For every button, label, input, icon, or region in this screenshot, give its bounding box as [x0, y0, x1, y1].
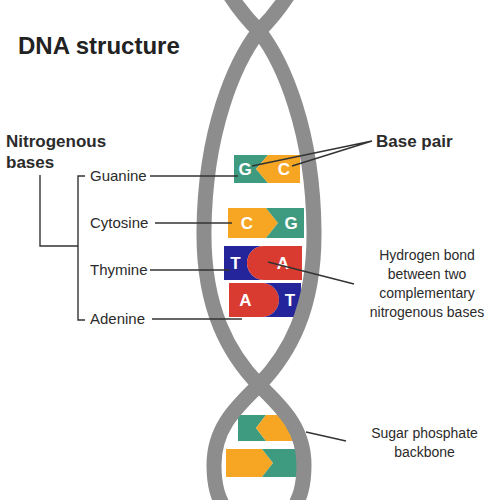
- base-letter: A: [239, 291, 251, 310]
- base-letter: G: [284, 214, 297, 233]
- base-name: Adenine: [90, 310, 170, 328]
- diagram-title: DNA structure: [18, 32, 318, 60]
- base-letter-holder: A: [229, 283, 262, 317]
- base-letter-holder: T: [279, 283, 301, 317]
- base-block: C: [268, 155, 300, 183]
- leader-line: [150, 269, 230, 270]
- base-letter-holder: G: [278, 208, 304, 238]
- base-block: C: [228, 208, 266, 238]
- base-shape-fill: [266, 208, 304, 238]
- base-pair-block: [238, 415, 266, 441]
- callout-label: Hydrogen bond between two complementary …: [358, 246, 496, 322]
- base-block: G: [266, 208, 304, 238]
- leader-line: [155, 222, 232, 223]
- base-name: Guanine: [90, 167, 170, 185]
- leader-line: [306, 432, 346, 441]
- callout-label: Base pair: [376, 131, 486, 152]
- callout-label: Sugar phosphate backbone: [352, 424, 497, 462]
- base-name: Cytosine: [90, 214, 170, 232]
- helix-strand: [204, 0, 304, 500]
- base-letter: G: [238, 160, 251, 179]
- leader-line: [268, 262, 354, 284]
- base-letter-holder: T: [224, 246, 247, 280]
- leader-line: [252, 141, 372, 166]
- base-letter-holder: A: [264, 246, 302, 280]
- base-letter: C: [278, 160, 290, 179]
- base-shape-fill: [247, 246, 302, 280]
- base-letter: T: [285, 291, 295, 310]
- leader-line: [152, 318, 242, 319]
- base-pair-block: [262, 449, 298, 477]
- base-letter: A: [277, 254, 289, 273]
- base-shape-fill: [229, 283, 279, 317]
- base-block: A: [229, 283, 262, 317]
- base-letter-holder: C: [228, 208, 266, 238]
- base-letter-holder: G: [234, 155, 256, 183]
- bracket: [78, 176, 85, 320]
- group-label: Nitrogenous bases: [6, 131, 136, 173]
- base-name: Thymine: [90, 261, 170, 279]
- leader-line: [150, 175, 238, 176]
- base-letter: T: [230, 254, 240, 273]
- base-pair-block: [226, 449, 273, 477]
- base-shape-fill: [256, 155, 300, 183]
- helix-strand: [214, 0, 314, 500]
- base-shape-fill: [262, 283, 301, 317]
- base-letter: C: [241, 214, 253, 233]
- base-block: T: [262, 283, 301, 317]
- base-block: A: [264, 246, 302, 280]
- base-letter-holder: C: [268, 155, 300, 183]
- base-pair-block: [256, 415, 294, 441]
- bracket: [40, 175, 78, 246]
